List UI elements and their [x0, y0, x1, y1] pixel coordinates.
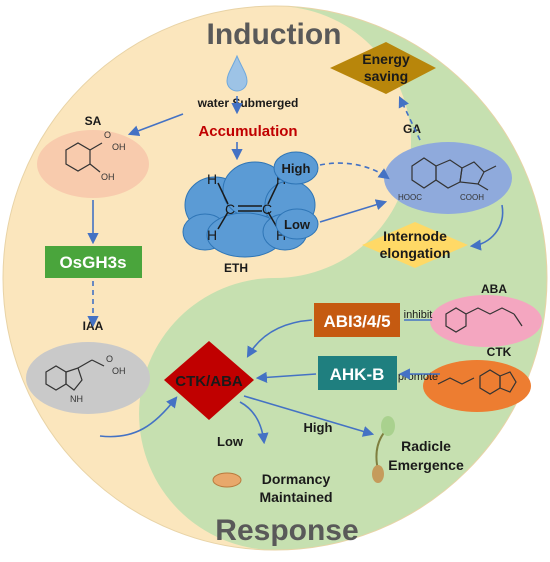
water-submerged-label: water Submerged	[197, 96, 299, 110]
ga-molecule	[411, 157, 497, 191]
abi-label: ABI3/4/5	[323, 312, 390, 331]
internode-line2: elongation	[380, 245, 451, 261]
osgh3s-box	[45, 246, 142, 278]
response-title: Response	[215, 514, 358, 547]
energy-saving-diamond	[330, 42, 436, 94]
arrows	[87, 95, 504, 445]
sa-molecule	[65, 142, 103, 173]
arrow-iaa-to-ctkaba	[99, 396, 178, 438]
accumulation-label: Accumulation	[198, 123, 297, 140]
aba-molecule	[445, 307, 523, 333]
iaa-ellipse	[26, 342, 150, 414]
arrow-high-to-ga	[319, 162, 390, 180]
eth-high-label: High	[282, 161, 311, 176]
eth-c2: C	[262, 201, 272, 217]
iaa-oh-text: OH	[112, 366, 126, 376]
ga-ellipse	[384, 142, 512, 214]
sa-label: SA	[85, 114, 102, 128]
seedling-icon	[372, 416, 395, 483]
eth-h4: H	[276, 227, 286, 243]
iaa-molecule	[45, 359, 105, 391]
inhibit-label: inhibit	[404, 309, 433, 321]
aba-ellipse	[430, 295, 542, 347]
high-label: High	[304, 420, 333, 435]
green-region	[139, 6, 547, 550]
dormancy-line2: Maintained	[259, 489, 332, 505]
arrow-to-sa	[127, 113, 184, 137]
seed-icon	[212, 472, 242, 488]
sa-oh-text: OH	[101, 172, 115, 182]
iaa-o-text: O	[106, 354, 113, 364]
induction-title: Induction	[207, 18, 342, 51]
dormancy-line1: Dormancy	[262, 471, 331, 487]
ctk-label: CTK	[487, 345, 512, 359]
iaa-nh-text: NH	[70, 394, 83, 404]
ahk-box	[318, 356, 397, 390]
eth-low-label: Low	[284, 217, 311, 232]
eth-low-bubble	[275, 208, 319, 240]
arrow-low-to-ga	[319, 199, 388, 223]
arrow-ctkaba-to-high	[243, 395, 375, 437]
low-label: Low	[217, 434, 244, 449]
eth-molecule	[217, 182, 279, 230]
eth-h2: H	[207, 227, 217, 243]
ga-label: GA	[403, 122, 421, 136]
radicle-line1: Radicle	[401, 438, 451, 454]
abi-box	[314, 303, 400, 337]
water-drop-icon	[226, 54, 248, 92]
ahk-label: AHK-B	[330, 365, 385, 384]
internode-line1: Internode	[383, 228, 447, 244]
sa-o-text: O	[104, 130, 111, 140]
radicle-line2: Emergence	[388, 457, 464, 473]
ctk-aba-diamond	[164, 341, 254, 420]
eth-cloud	[182, 161, 316, 258]
energy-saving-line2: saving	[364, 68, 408, 84]
eth-h1: H	[207, 171, 217, 187]
eth-c1: C	[225, 201, 235, 217]
arrow-abi-to-ctkaba	[246, 319, 313, 358]
arrow-ga-to-energy	[398, 95, 421, 141]
osgh3s-label: OsGH3s	[59, 253, 126, 272]
promote-label: promote	[398, 371, 438, 383]
arrow-ctkaba-to-low	[239, 401, 269, 445]
ctk-molecule	[437, 369, 517, 395]
ga-hooc-text: HOOC	[398, 193, 422, 202]
ga-cooh-text: COOH	[460, 193, 484, 202]
aba-label: ABA	[481, 282, 507, 296]
ctk-ellipse	[423, 360, 531, 412]
eth-high-bubble	[273, 151, 319, 185]
eth-label: ETH	[224, 261, 248, 275]
arrow-ahk-to-ctkaba	[255, 371, 317, 383]
internode-diamond	[362, 222, 468, 268]
ctk-aba-label: CTK/ABA	[175, 373, 243, 390]
arrow-ga-to-internode	[469, 204, 504, 251]
sa-cooh-text: OH	[112, 142, 126, 152]
energy-saving-line1: Energy	[362, 51, 410, 67]
sa-ellipse	[37, 130, 149, 198]
